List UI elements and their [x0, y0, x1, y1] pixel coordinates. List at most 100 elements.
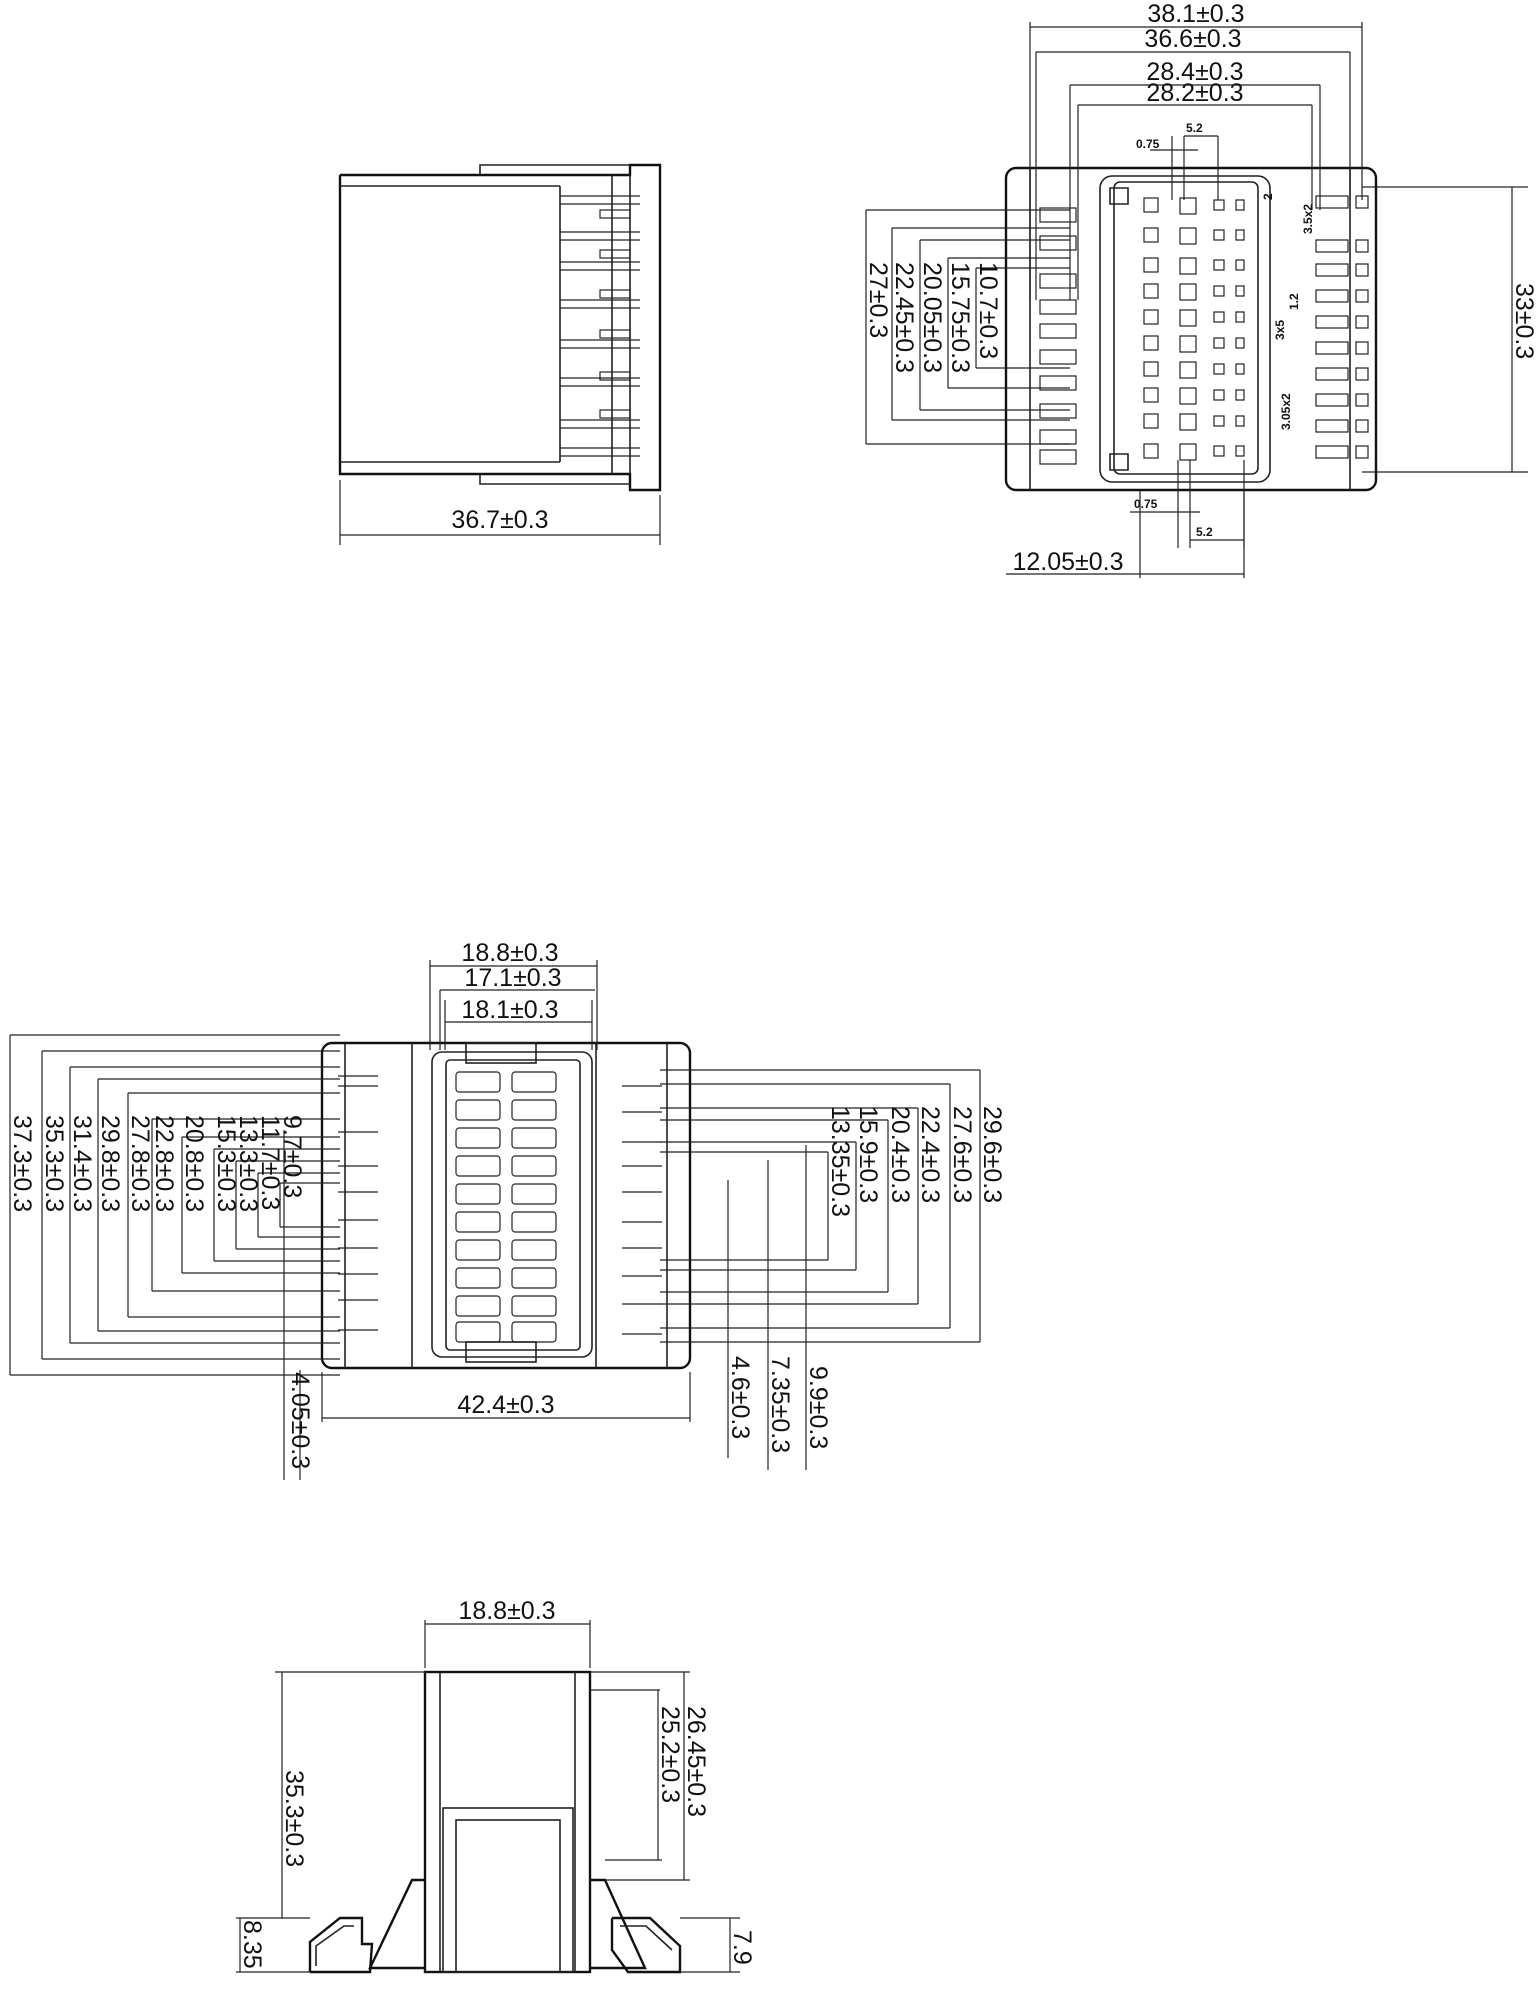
cavity [511, 1155, 557, 1177]
cavity [1235, 415, 1245, 427]
dimension-label: 28.2±0.3 [1146, 79, 1243, 107]
cavity [1213, 363, 1225, 375]
terminal-slot [1315, 367, 1349, 381]
cavity [1213, 311, 1225, 323]
dimension-label: 15.75±0.3 [946, 262, 974, 373]
terminal-slot [1315, 289, 1349, 303]
terminal-slot [1355, 239, 1369, 253]
pitch-label: 3.05x2 [1279, 393, 1293, 430]
dimension-label: 9.9±0.3 [804, 1366, 832, 1449]
cavity [1213, 229, 1225, 241]
pitch-label: 3.5x2 [1301, 204, 1315, 234]
dimension-label: 4.6±0.3 [726, 1356, 754, 1439]
cavity [1179, 387, 1197, 405]
dimension-label: 20.8±0.3 [180, 1115, 208, 1212]
cavity [511, 1239, 557, 1261]
dimension-label: 0.75 [1136, 137, 1160, 151]
cavity [1179, 257, 1197, 275]
cavity [1179, 283, 1197, 301]
cavity [1143, 257, 1159, 273]
dimension-label: 38.1±0.3 [1147, 0, 1244, 28]
dimension-label: 18.1±0.3 [461, 996, 558, 1024]
terminal-slot [1039, 349, 1077, 365]
pin-tab [599, 329, 631, 339]
dimension-label: 28.4±0.3 [1146, 58, 1243, 86]
dimension-label: 36.6±0.3 [1144, 25, 1241, 53]
cavity [1179, 443, 1197, 461]
dimension-label: 18.8±0.3 [458, 1597, 555, 1625]
cavity [511, 1295, 557, 1317]
dimension-label: 27.8±0.3 [126, 1115, 154, 1212]
cavity [1235, 445, 1245, 457]
plan-view-pins [338, 1075, 662, 1335]
dimension-label: 31.4±0.3 [68, 1115, 96, 1212]
terminal-slot [1355, 367, 1369, 381]
cavity [455, 1295, 501, 1317]
cavity [1143, 283, 1159, 299]
cavity [1235, 229, 1245, 241]
dimension-label: 17.1±0.3 [464, 964, 561, 992]
cavity [455, 1099, 501, 1121]
cavity [1179, 413, 1197, 431]
dimension-label: 15.9±0.3 [854, 1106, 882, 1203]
cavity [455, 1127, 501, 1149]
cavity [1235, 311, 1245, 323]
dimension-offsets-right: 4.6±0.3 7.35±0.3 9.9±0.3 [726, 1145, 832, 1470]
front-view-cavities [1039, 195, 1369, 465]
dimension-bottom-offset: 12.05±0.3 [1006, 490, 1245, 578]
cavity [1143, 309, 1159, 325]
terminal-slot [1355, 289, 1369, 303]
terminal-slot [1315, 393, 1349, 407]
cavity [511, 1267, 557, 1289]
cavity [1179, 227, 1197, 245]
terminal-slot [1315, 263, 1349, 277]
cavity [1143, 227, 1159, 243]
dimension-label: 12.05±0.3 [1012, 548, 1123, 576]
terminal-slot [1315, 445, 1349, 459]
dimension-label: 9.7±0.3 [278, 1115, 306, 1198]
dimension-label: 36.7±0.3 [451, 506, 548, 534]
side-view-pins [560, 195, 640, 457]
cavity [1143, 197, 1159, 213]
cavity [1235, 259, 1245, 271]
cavity [455, 1321, 501, 1343]
terminal-slot [1039, 375, 1077, 391]
terminal-slot [1315, 315, 1349, 329]
dimension-heights-right: 26.45±0.3 25.2±0.3 [590, 1671, 710, 1881]
terminal-slot [1315, 419, 1349, 433]
dimension-label: 13.3±0.3 [234, 1115, 262, 1212]
cavity [1179, 197, 1197, 215]
terminal-slot [1355, 393, 1369, 407]
cavity [1143, 335, 1159, 351]
terminal-slot [1315, 195, 1349, 209]
terminal-slot [1355, 445, 1369, 459]
cavity [455, 1183, 501, 1205]
dimension-label: 0.75 [1134, 497, 1158, 511]
pin-tab [599, 409, 631, 419]
dimension-label: 7.35±0.3 [766, 1356, 794, 1453]
dimension-heights-left: 10.7±0.3 15.75±0.3 20.05±0.3 22.45±0.3 2… [864, 209, 1070, 445]
terminal-slot [1039, 207, 1077, 223]
terminal-slot [1315, 239, 1349, 253]
dimension-small-bottom: 0.75 5.2 [1130, 460, 1245, 548]
cavity [1179, 361, 1197, 379]
dimension-label: 11.7±0.3 [256, 1115, 284, 1210]
terminal-slot [1355, 419, 1369, 433]
dimension-height-left: 35.3±0.3 [275, 1671, 425, 1918]
terminal-slot [1039, 403, 1077, 419]
dimension-label: 15.3±0.3 [212, 1115, 240, 1212]
cavity [455, 1267, 501, 1289]
cavity [511, 1071, 557, 1093]
terminal-slot [1039, 235, 1077, 251]
cavity [1143, 361, 1159, 377]
cavity [1213, 389, 1225, 401]
dimension-heights-right: 29.6±0.327.6±0.322.4±0.320.4±0.315.9±0.3… [660, 1069, 1006, 1343]
cavity [1235, 337, 1245, 349]
dimension-label: 29.6±0.3 [978, 1106, 1006, 1203]
pin-tab [599, 249, 631, 259]
dimension-label: 37.3±0.3 [8, 1115, 36, 1212]
dimension-label: 8.35 [238, 1920, 266, 1969]
dimension-top-widths: 38.1±0.3 36.6±0.3 28.4±0.3 28.2±0.3 [1029, 0, 1363, 300]
